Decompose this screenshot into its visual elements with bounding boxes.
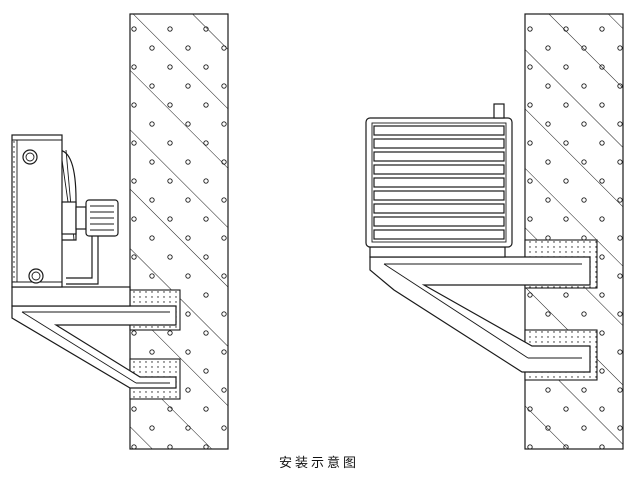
radiator-fins — [373, 125, 505, 240]
right-assembly — [365, 13, 624, 450]
left-lower-fitting-icon — [28, 268, 44, 284]
left-heater-unit — [11, 134, 63, 288]
right-wall — [524, 13, 624, 450]
left-motor — [61, 199, 119, 285]
right-top-valve-icon — [493, 103, 505, 119]
right-base-foot — [369, 246, 506, 258]
right-radiator-unit — [365, 103, 513, 248]
left-wall — [129, 13, 229, 450]
diagram-caption: 安装示意图 — [278, 456, 359, 471]
right-bracket — [369, 256, 591, 373]
left-base-plate — [11, 286, 131, 307]
left-bracket — [11, 305, 177, 389]
left-upper-fitting-icon — [22, 149, 38, 165]
left-assembly — [11, 13, 229, 450]
